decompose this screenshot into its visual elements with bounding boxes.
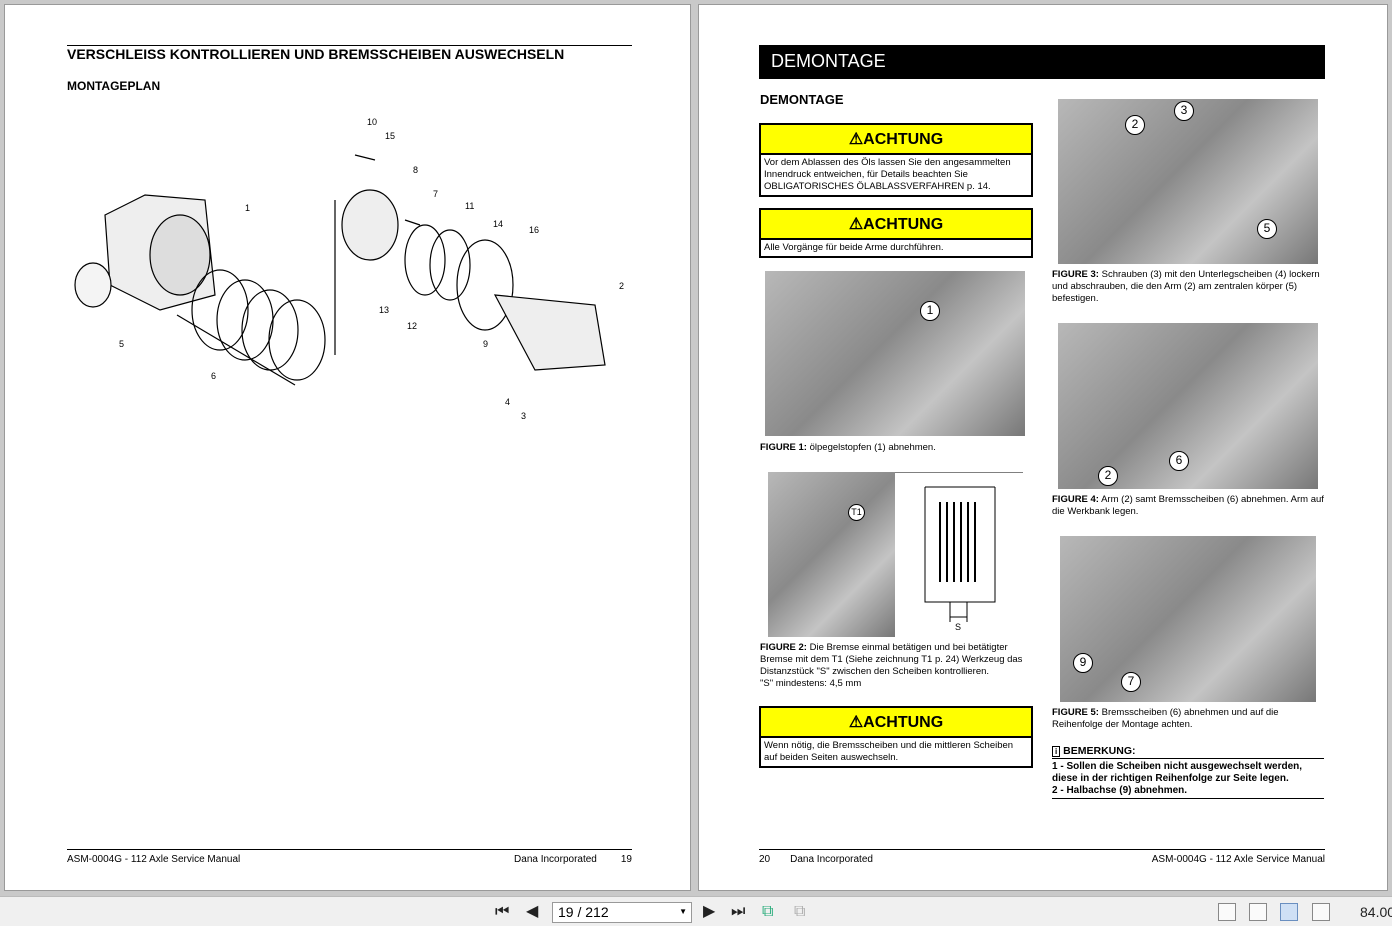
single-page-view-icon[interactable] [1218,903,1236,921]
callout-9: 9 [483,339,489,349]
two-page-view-icon[interactable] [1280,903,1298,921]
callout-15: 15 [385,131,396,141]
callout-11: 11 [465,201,475,211]
figure-2-drawing: S [895,472,1023,632]
zoom-level[interactable]: 84.00 [1360,904,1392,920]
callout-4: 4 [505,397,511,407]
go-forward-view-icon[interactable]: ⧉ [794,903,806,920]
figure-3-photo: 3 2 5 [1058,99,1318,264]
callout-7: 7 [433,189,439,199]
go-back-view-icon[interactable]: ⧉ [762,903,774,920]
warning-box: ⚠ACHTUNG Vor dem Ablassen des Öls lassen… [759,123,1033,197]
footer-company: Dana Incorporated [790,854,873,865]
callout-3: 3 [521,411,527,421]
figure-1-photo: 1 [765,271,1025,436]
last-page-button[interactable]: ⏭ [731,903,746,920]
section-title: DEMONTAGE [760,92,844,107]
callout-14: 14 [493,219,504,229]
page-title: VERSCHLEISS KONTROLLIEREN UND BREMSSCHEI… [67,45,632,62]
two-page-continuous-view-icon[interactable] [1312,903,1330,921]
callout-12: 12 [407,321,418,331]
callout-8: 8 [413,165,419,175]
warning-icon: ⚠ [848,216,864,233]
chevron-down-icon: ▼ [679,907,687,916]
exploded-diagram [74,154,606,386]
left-page: VERSCHLEISS KONTROLLIEREN UND BREMSSCHEI… [4,4,691,891]
footer-company: Dana Incorporated [514,854,597,865]
viewer-toolbar: ⏮ ◀ 19 / 212▼ ▶ ⏭ ⧉ ⧉ 84.00 [0,896,1392,926]
figure-4-photo: 2 6 [1058,323,1318,489]
figure-3-caption: FIGURE 3: Schrauben (3) mit den Unterleg… [1052,269,1320,304]
footer-page: 19 [620,854,632,865]
section-title: MONTAGEPLAN [67,79,161,93]
figure-5-caption: FIGURE 5: Bremsscheiben (6) abnehmen und… [1052,707,1279,730]
right-page: DEMONTAGE DEMONTAGE ⚠ACHTUNG Vor dem Abl… [698,4,1388,891]
warning-box: ⚠ACHTUNG Wenn nötig, die Bremsscheiben u… [759,706,1033,768]
callout-2: 2 [619,281,625,291]
figure-5-photo: 9 7 [1060,536,1316,702]
info-icon: i [1052,746,1061,757]
note-box: i BEMERKUNG: 1 - Sollen die Scheiben nic… [1052,745,1324,799]
callout-10: 10 [367,117,378,127]
continuous-view-icon[interactable] [1249,903,1267,921]
figure-2-photo: T1 [768,472,895,637]
svg-text:S: S [955,622,961,632]
chapter-banner: DEMONTAGE [759,45,1325,79]
callout-5: 5 [119,339,125,349]
figure-2-caption: FIGURE 2: Die Bremse einmal betätigen un… [760,642,1023,689]
footer-manual: ASM-0004G - 112 Axle Service Manual [67,854,241,865]
callout-13: 13 [379,305,390,315]
page-selector[interactable]: 19 / 212▼ [552,902,692,923]
callout-6: 6 [211,371,217,381]
figure-1-caption: FIGURE 1: ölpegelstopfen (1) abnehmen. [760,442,936,453]
footer: ASM-0004G - 112 Axle Service Manual Dana… [67,849,632,865]
first-page-button[interactable]: ⏮ [495,903,510,920]
warning-box: ⚠ACHTUNG Alle Vorgänge für beide Arme du… [759,208,1033,258]
footer-page: 20 [759,854,771,865]
figure-4-caption: FIGURE 4: Arm (2) samt Bremsscheiben (6)… [1052,494,1324,517]
footer-manual: ASM-0004G - 112 Axle Service Manual [1151,854,1325,865]
warning-icon: ⚠ [848,714,864,731]
footer: 20 Dana Incorporated ASM-0004G - 112 Axle… [759,849,1325,865]
previous-page-button[interactable]: ◀ [526,903,539,920]
callout-1: 1 [245,203,251,213]
callout-16: 16 [529,225,540,235]
next-page-button[interactable]: ▶ [703,903,716,920]
warning-icon: ⚠ [848,131,864,148]
